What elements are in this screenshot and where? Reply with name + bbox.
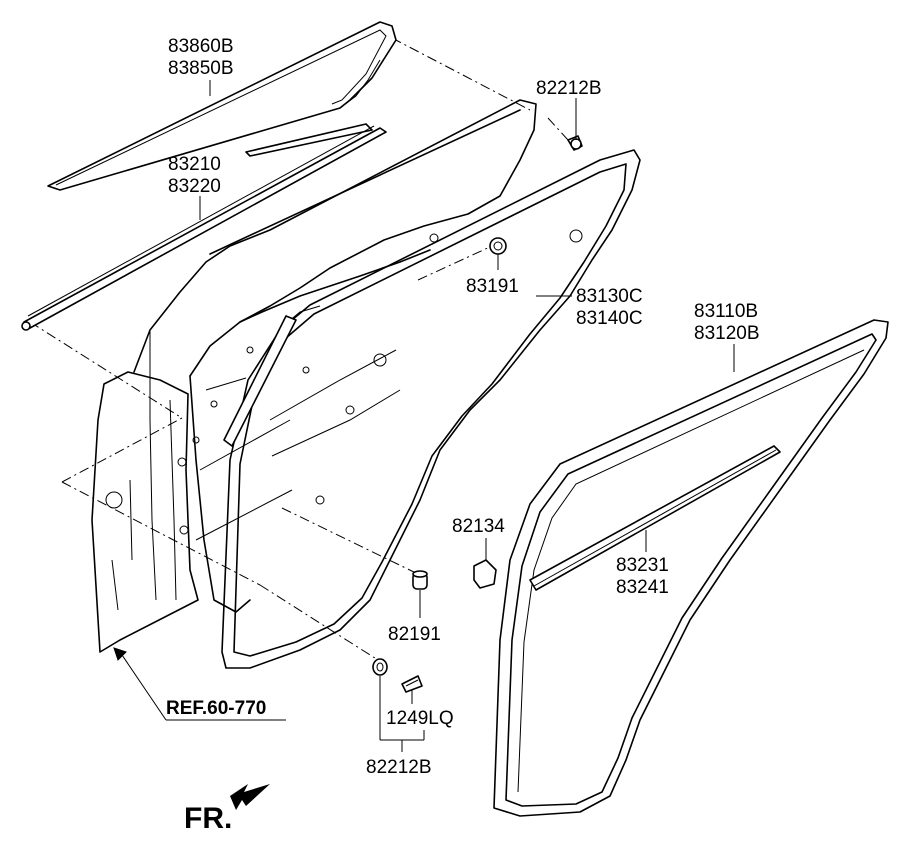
label-83120B: 83120B xyxy=(694,323,760,344)
label-82191: 82191 xyxy=(388,624,441,645)
label-1249LQ: 1249LQ xyxy=(386,708,454,729)
front-direction-arrow-icon xyxy=(230,784,270,810)
leader-lines xyxy=(113,80,735,752)
door-frame-moulding xyxy=(47,21,397,191)
ref-label: REF.60-770 xyxy=(166,698,266,719)
label-83191: 83191 xyxy=(466,276,519,297)
front-label: FR. xyxy=(184,802,232,835)
label-83210: 83210 xyxy=(168,154,221,175)
label-83231: 83231 xyxy=(616,555,669,576)
part-labels: 83860B 83850B 82212B 83210 83220 83191 8… xyxy=(166,36,760,835)
label-82212B-top: 82212B xyxy=(536,78,602,99)
label-83130C: 83130C xyxy=(576,286,643,307)
label-82212B-bottom: 82212B xyxy=(366,757,432,778)
small-parts xyxy=(372,135,583,693)
label-83850B: 83850B xyxy=(168,58,234,79)
label-83241: 83241 xyxy=(616,577,669,598)
door-weatherstrip-inner xyxy=(221,149,641,669)
label-83860B: 83860B xyxy=(168,36,234,57)
belt-weatherstrip xyxy=(21,125,387,331)
label-82134: 82134 xyxy=(452,516,505,537)
label-83140C: 83140C xyxy=(576,308,643,329)
label-83220: 83220 xyxy=(168,176,221,197)
assembly-lines xyxy=(29,37,569,661)
door-weatherstrip-outer xyxy=(493,319,889,817)
label-83110B: 83110B xyxy=(694,301,758,322)
ref-arrow-icon xyxy=(113,647,127,661)
door-inner-panel xyxy=(91,99,537,653)
